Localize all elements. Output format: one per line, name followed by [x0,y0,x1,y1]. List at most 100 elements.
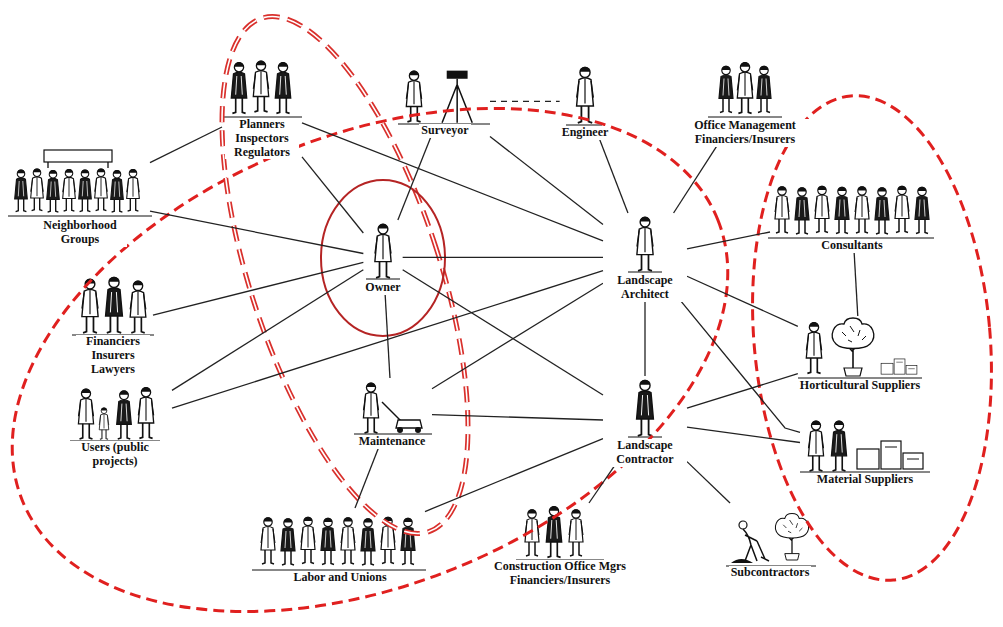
figure-slot [400,65,490,123]
group-label: Planners Inspectors Regulators [225,118,299,159]
relation-line [398,138,431,220]
relation-line [153,262,363,315]
planters [881,359,917,374]
relation-line [150,127,222,163]
person-figure [361,518,375,565]
figure-slot [10,148,150,218]
group-outline-gap [171,0,519,561]
group-label: Owner [363,281,402,295]
banner [44,150,112,162]
person-figure [757,66,771,113]
group-label: Construction Office Mgrs Financiers/Insu… [476,560,645,588]
group-label: Landscape Contractor [603,439,687,467]
person-figure [117,390,132,439]
child-figure [99,408,109,440]
stakeholder-group: Horticultural Suppliers [798,316,922,393]
stakeholder-group: Neighborhood Groups [10,148,150,247]
digging-worker [731,521,769,563]
person-figure [831,420,846,470]
relation-line [687,276,798,326]
group-outline [171,0,519,561]
figure-slot [628,376,662,438]
group-label: Horticultural Suppliers [798,379,922,393]
person-figure [737,62,752,113]
person-figure [341,517,355,564]
group-label: Maintenance [357,435,428,449]
person-figure [855,186,869,233]
relation-line [687,232,770,249]
stakeholder-group: Construction Office Mgrs Financiers/Insu… [476,503,645,588]
person-figure [835,187,849,234]
figure-slot [710,58,780,118]
relation-line [687,462,730,503]
group-outline [0,11,802,627]
figure-slot [352,378,432,434]
stakeholder-group: Material Suppliers [800,416,930,487]
person-figure [281,518,295,565]
ground-line [8,117,934,570]
person-figure [719,66,733,113]
relation-line [150,211,363,253]
group-outline [733,86,1003,591]
person-figure [815,186,829,233]
person-figure [569,509,583,556]
relation-line [681,302,800,433]
figure-slot [73,274,153,334]
relation-line [425,439,603,512]
person-figure [106,277,123,333]
tree-figure [775,514,808,560]
person-figure [321,518,335,565]
survey-tripod [442,71,472,123]
person-figure [637,380,654,436]
figure-slot [770,178,934,238]
figure-slot [366,220,400,280]
relation-line [302,157,363,233]
stakeholder-group: Users (public projects) [58,384,172,469]
person-figure [47,170,60,212]
group-label: Labor and Unions [291,571,388,585]
stakeholder-group: Landscape Contractor [603,376,687,467]
figure-slot [70,384,160,440]
person-figure [895,186,909,233]
stakeholder-group: Owner [363,220,402,295]
group-label: Material Suppliers [815,473,915,487]
group-label: Neighborhood Groups [33,219,127,247]
person-figure [231,62,246,113]
group-label: Office Management Financiers/Insurers [678,119,812,147]
stakeholder-group: Maintenance [352,378,432,449]
relation-line [589,467,614,503]
group-label: Consultants [819,239,884,253]
stakeholder-group: Surveyor [400,65,490,138]
figure-slot [515,503,605,559]
relation-line [687,374,798,408]
relation-line [674,147,717,213]
person-figure [375,224,391,278]
person-figure [795,187,809,234]
relation-line [172,270,363,391]
stakeholder-group: Labor and Unions [255,508,425,585]
relation-line [490,136,603,224]
person-figure [253,61,268,112]
person-figure [637,217,653,271]
figure-slot [800,416,930,472]
relation-line [687,427,800,442]
person-figure [275,62,290,113]
relation-line [172,271,603,408]
relation-line [432,415,603,420]
person-figure [111,170,124,212]
group-label: Engineer [560,126,611,140]
relation-line [600,140,628,213]
group-label: Surveyor [419,124,470,138]
person-figure [127,169,140,211]
person-figure [79,170,92,212]
person-figure [63,169,76,211]
figure-slot [222,55,302,117]
person-figure [775,186,789,233]
stakeholder-group: Landscape Architect [603,213,687,302]
relation-line [644,302,645,376]
person-figure [915,187,929,234]
relation-line [403,270,603,395]
stakeholder-group: Subcontractors [725,503,815,580]
relation-line [490,101,560,102]
